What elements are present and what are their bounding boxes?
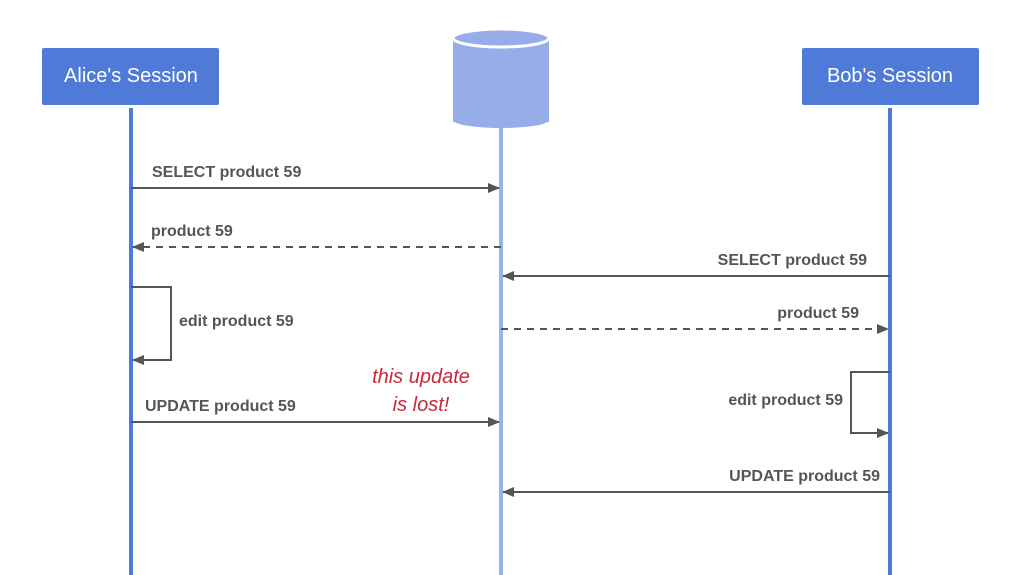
self-message-alice-edit: edit product 59 (131, 286, 294, 365)
message-label: product 59 (151, 223, 233, 240)
lost-update-note: this update is lost! (372, 366, 470, 416)
message-label: SELECT product 59 (152, 164, 301, 181)
message-alice-update: UPDATE product 59 (131, 398, 500, 427)
message-label: UPDATE product 59 (145, 398, 296, 415)
message-bob-update: UPDATE product 59 (502, 468, 890, 497)
database-icon (451, 27, 551, 128)
note-line-2: is lost! (393, 394, 450, 416)
bob-session-label: Bob's Session (827, 65, 953, 87)
message-label: edit product 59 (728, 392, 843, 409)
alice-session-box: Alice's Session (42, 48, 219, 105)
alice-session-label: Alice's Session (64, 65, 198, 87)
bob-session-box: Bob's Session (802, 48, 979, 105)
message-bob-response: product 59 (501, 305, 889, 334)
message-label: product 59 (777, 305, 859, 322)
message-label: SELECT product 59 (718, 252, 867, 269)
self-message-bob-edit: edit product 59 (728, 371, 890, 438)
message-label: UPDATE product 59 (729, 468, 880, 485)
note-line-1: this update (372, 366, 470, 388)
message-alice-response: product 59 (132, 223, 501, 252)
message-alice-select: SELECT product 59 (131, 164, 500, 193)
message-label: edit product 59 (179, 313, 294, 330)
message-bob-select: SELECT product 59 (502, 252, 890, 281)
